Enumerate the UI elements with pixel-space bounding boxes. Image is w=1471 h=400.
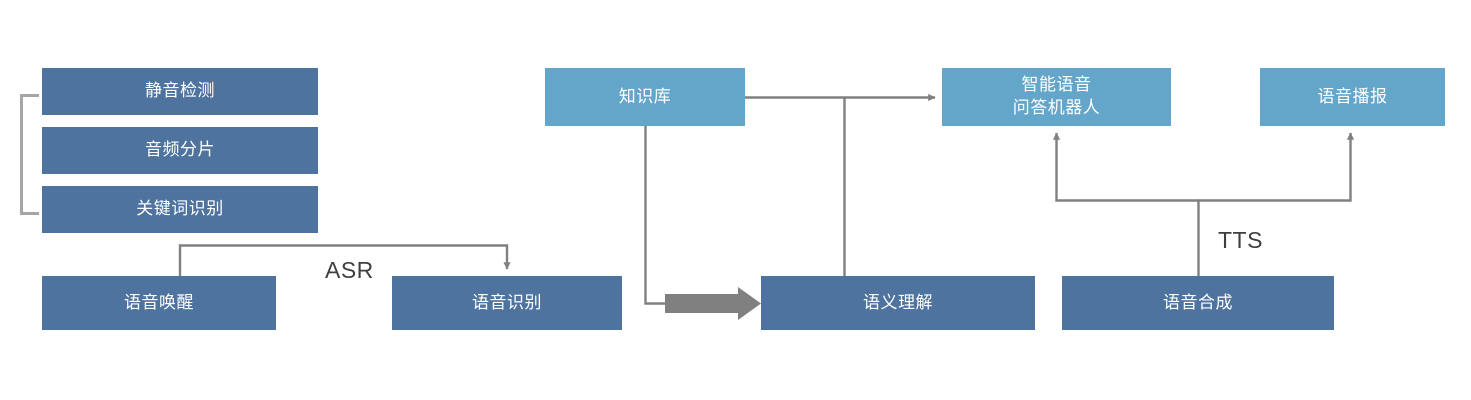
node-knowledge-base[interactable]: 知识库: [545, 68, 745, 126]
edge-knowledgebase-to-semantic: [644, 126, 761, 320]
edge-label-asr: ASR: [325, 257, 374, 283]
node-semantic-understanding[interactable]: 语义理解: [761, 276, 1035, 330]
node-speech-recognition[interactable]: 语音识别: [392, 276, 622, 330]
node-speech-synthesis[interactable]: 语音合成: [1062, 276, 1334, 330]
left-group-bracket: [20, 94, 39, 215]
node-voice-broadcast[interactable]: 语音播报: [1260, 68, 1445, 126]
node-keyword-spotting[interactable]: 关键词识别: [42, 186, 318, 233]
edge-synthesis-to-robot-and-broadcast: [1052, 132, 1355, 276]
node-qa-robot[interactable]: 智能语音 问答机器人: [942, 68, 1171, 126]
node-voice-wakeup[interactable]: 语音唤醒: [42, 276, 276, 330]
node-silence-detect[interactable]: 静音检测: [42, 68, 318, 115]
edge-label-tts: TTS: [1218, 227, 1263, 253]
node-audio-segment[interactable]: 音频分片: [42, 127, 318, 174]
